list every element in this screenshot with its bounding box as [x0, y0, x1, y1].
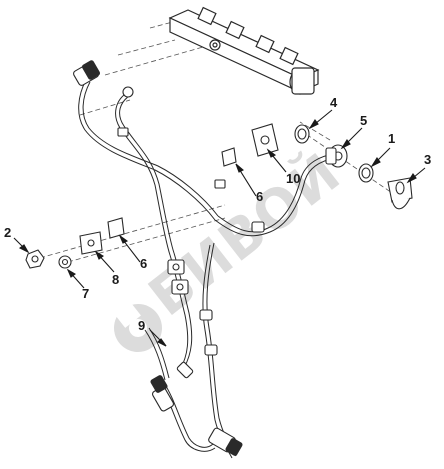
loose-parts	[25, 124, 413, 269]
callout-2: 2	[4, 225, 11, 240]
lower-left-connector	[150, 375, 175, 412]
bottom-connector	[208, 427, 243, 456]
arrow-10	[266, 148, 287, 173]
arrow-3	[406, 167, 426, 184]
callout-10: 10	[286, 171, 300, 186]
bolt-2	[25, 249, 45, 269]
fuel-rail	[168, 6, 320, 95]
banjo-bolt-3	[387, 177, 413, 210]
bracket-clamp-6-right	[221, 147, 237, 167]
nut-7	[58, 255, 72, 269]
right-banjo-fitting	[325, 144, 348, 168]
callout-labels: 1 2 3 4 5 6 6 7 8 9 10	[4, 95, 431, 333]
arrow-2	[13, 237, 30, 254]
callout-8: 8	[112, 272, 119, 287]
wrench-logo-icon	[111, 298, 162, 352]
callout-5: 5	[360, 113, 367, 128]
callout-9: 9	[138, 318, 145, 333]
callout-4: 4	[330, 95, 338, 110]
arrow-5	[340, 127, 363, 150]
callout-6-left: 6	[140, 256, 147, 271]
callout-7: 7	[82, 286, 89, 301]
bracket-clamp-8	[79, 231, 103, 255]
arrow-1	[370, 147, 391, 168]
arrow-6-right	[235, 163, 257, 197]
washer-1	[358, 163, 374, 183]
mounting-bracket	[251, 123, 279, 157]
callout-6-right: 6	[256, 189, 263, 204]
arrow-7	[66, 268, 85, 289]
center-clamp-assembly	[167, 259, 189, 295]
arrow-6-left	[118, 234, 141, 263]
alignment-lines	[39, 19, 396, 263]
callout-3: 3	[424, 152, 431, 167]
arrow-4	[308, 109, 333, 130]
callout-arrows	[13, 109, 426, 347]
arrow-8	[94, 250, 115, 273]
callout-1: 1	[388, 131, 395, 146]
bracket-clamp-6-left	[107, 217, 125, 239]
upper-left-connector	[73, 60, 101, 86]
fittings	[73, 60, 348, 456]
arrow-9	[149, 329, 167, 347]
washer-4	[294, 124, 310, 144]
